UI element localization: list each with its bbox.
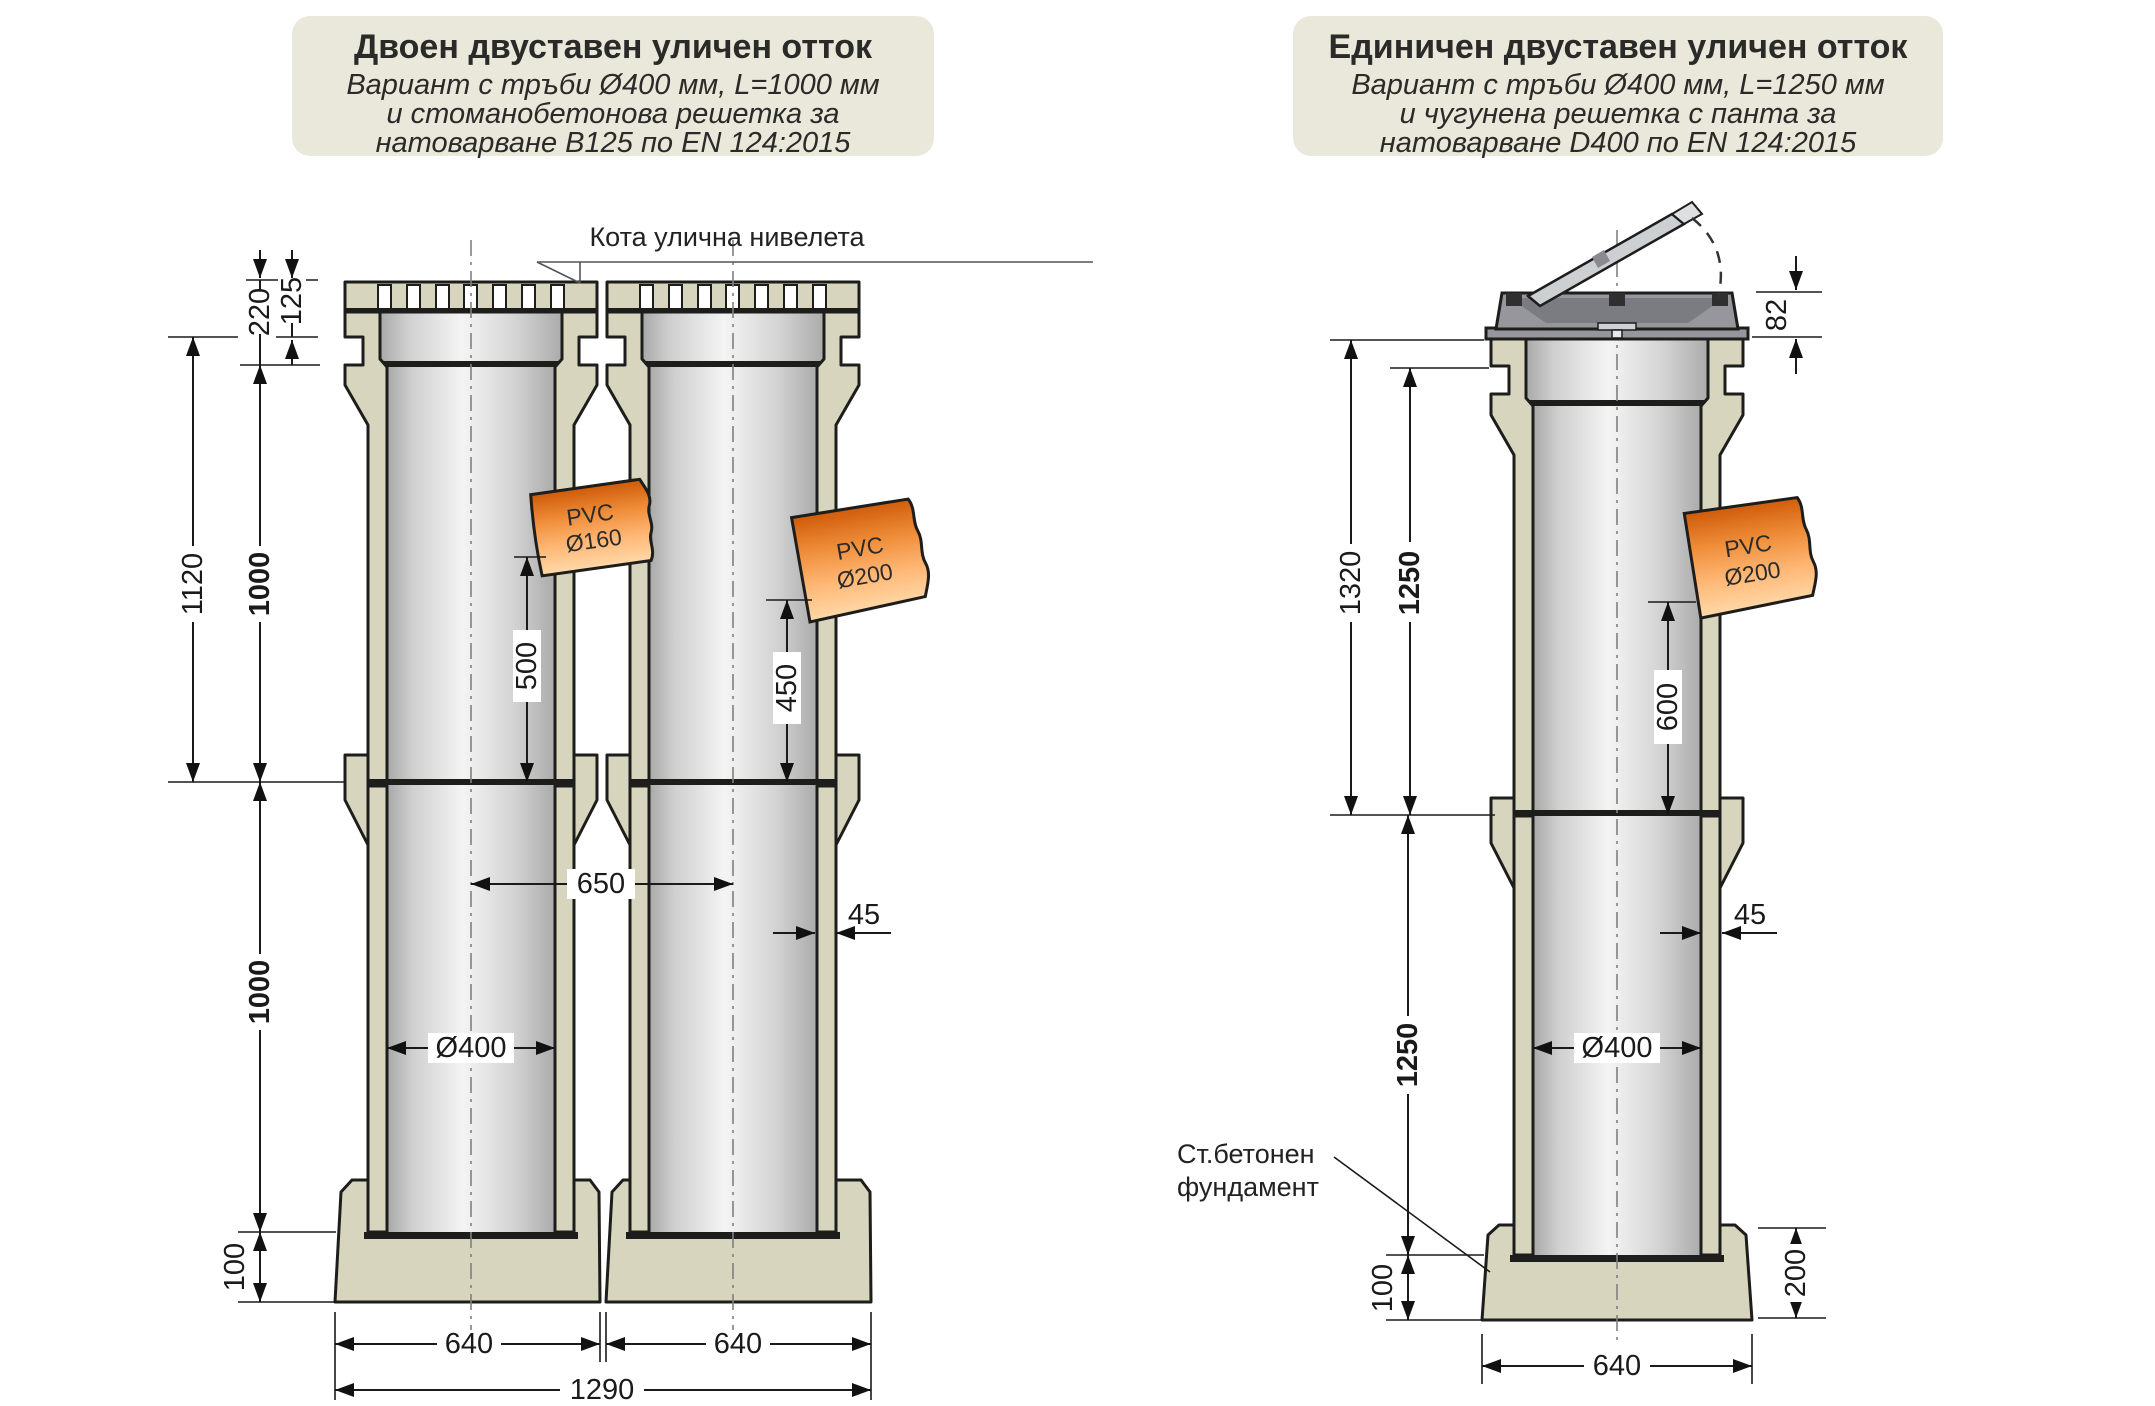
foundation-label-2: фундамент <box>1177 1172 1319 1202</box>
dim-1250-lower: 1250 <box>1392 1023 1424 1088</box>
cast-iron-grate <box>1484 200 1750 341</box>
right-drawing: Единичен двуставен уличен отток Вариант … <box>1177 16 1943 1384</box>
dim-dia400-left: Ø400 <box>436 1032 507 1064</box>
dim-45-left: 45 <box>848 899 880 931</box>
dim-1250-upper: 1250 <box>1394 551 1426 616</box>
dim-1320: 1320 <box>1335 551 1367 616</box>
right-dimensions: 82 1320 1250 600 45 Ø400 1250 100 200 <box>1335 256 1812 1382</box>
lid-swing-arc <box>1691 217 1723 299</box>
dim-650: 650 <box>577 868 625 900</box>
drain-column-single <box>1489 230 1745 1345</box>
dim-125: 125 <box>276 277 308 325</box>
dim-640-right: 640 <box>1593 1350 1641 1382</box>
dim-220: 220 <box>244 288 276 336</box>
pvc-pipe-200-left-drawing: PVC Ø200 <box>789 497 931 624</box>
dim-45-right: 45 <box>1734 899 1766 931</box>
left-subtitle-2: и стоманобетонова решетка за <box>386 98 839 130</box>
dim-640-b: 640 <box>714 1328 762 1360</box>
dim-1120: 1120 <box>177 553 209 615</box>
left-subtitle-3: натоварване B125 по EN 124:2015 <box>376 127 852 159</box>
pvc-pipe-160: PVC Ø160 <box>529 477 655 578</box>
pvc-pipe-200-right-drawing: PVC Ø200 <box>1682 495 1818 620</box>
street-level-callout: Кота улична нивелета <box>536 222 1093 284</box>
dim-1000-lower: 1000 <box>244 960 276 1025</box>
left-title: Двоен двуставен уличен отток <box>354 28 873 66</box>
dim-450: 450 <box>771 664 803 712</box>
drain-column-1 <box>343 238 599 1332</box>
dim-82: 82 <box>1761 299 1793 331</box>
dim-1290: 1290 <box>570 1374 635 1406</box>
right-title: Единичен двуставен уличен отток <box>1329 28 1909 66</box>
right-subtitle-1: Вариант с тръби Ø400 мм, L=1250 мм <box>1351 69 1884 101</box>
grate-lid-open <box>1525 200 1704 308</box>
right-subtitle-3: натоварване D400 по EN 124:2015 <box>1380 127 1857 159</box>
left-title-box: Двоен двуставен уличен отток Вариант с т… <box>292 16 934 159</box>
foundation-callout: Ст.бетонен фундамент <box>1177 1139 1491 1273</box>
dim-100-right: 100 <box>1367 1264 1399 1312</box>
dim-200: 200 <box>1780 1249 1812 1297</box>
dim-dia400-right: Ø400 <box>1582 1032 1653 1064</box>
foundation-label-1: Ст.бетонен <box>1177 1139 1315 1169</box>
drain-column-2 <box>605 238 861 1332</box>
left-dimensions: 220 125 1120 1000 500 450 650 45 <box>177 250 891 1406</box>
left-subtitle-1: Вариант с тръби Ø400 мм, L=1000 мм <box>346 69 879 101</box>
left-drawing: Двоен двуставен уличен отток Вариант с т… <box>168 16 1093 1406</box>
street-level-label: Кота улична нивелета <box>589 222 865 252</box>
dim-100-left: 100 <box>219 1243 251 1291</box>
right-subtitle-2: и чугунена решетка с панта за <box>1400 98 1837 130</box>
dim-500: 500 <box>511 642 543 690</box>
dim-600: 600 <box>1652 683 1684 731</box>
dim-640-a: 640 <box>445 1328 493 1360</box>
dim-1000-upper: 1000 <box>244 552 276 617</box>
right-title-box: Единичен двуставен уличен отток Вариант … <box>1293 16 1943 159</box>
